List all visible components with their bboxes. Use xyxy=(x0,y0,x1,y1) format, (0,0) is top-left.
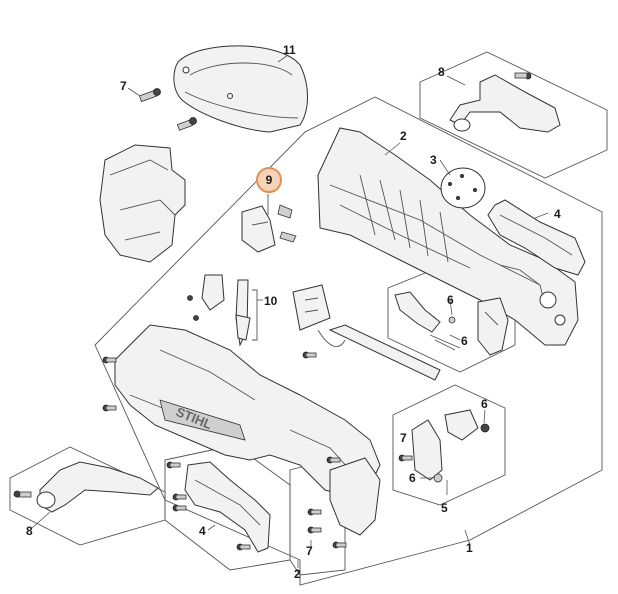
screw-7-top-b xyxy=(176,117,197,131)
callout-7-bottom[interactable]: 7 xyxy=(306,544,313,558)
callout-4-bottom[interactable]: 4 xyxy=(199,524,206,538)
group-frame-8-top xyxy=(419,51,608,179)
part-1-main-housing: STIHL xyxy=(114,324,441,536)
part-8-handle-bottom xyxy=(36,461,159,513)
group-bracket-10 xyxy=(252,289,258,341)
callout-7-group5[interactable]: 7 xyxy=(400,431,407,445)
callout-10[interactable]: 10 xyxy=(264,294,278,308)
callout-6-a[interactable]: 6 xyxy=(447,293,454,307)
leader-lines xyxy=(31,54,549,568)
part-11-cover xyxy=(173,45,308,133)
callout-9-highlighted[interactable]: 9 xyxy=(256,167,282,193)
callout-4-right[interactable]: 4 xyxy=(554,207,561,221)
part-switch-module xyxy=(292,284,346,347)
callout-1[interactable]: 1 xyxy=(466,541,473,555)
part-8-handle-top xyxy=(449,72,561,133)
callout-6-d[interactable]: 6 xyxy=(409,471,416,485)
screws-7-assorted xyxy=(102,351,413,551)
group-frame-5 xyxy=(392,384,506,506)
part-4-cover-right xyxy=(487,199,586,276)
callout-6-b[interactable]: 6 xyxy=(461,334,468,348)
group-frame-8-bottom xyxy=(9,446,166,546)
callout-6-c[interactable]: 6 xyxy=(481,397,488,411)
part-shroud-left xyxy=(99,144,186,263)
screw-7-top-a xyxy=(138,88,161,103)
callout-8-bottom[interactable]: 8 xyxy=(26,524,33,538)
callout-2-bottom[interactable]: 2 xyxy=(294,567,301,581)
part-9-latch xyxy=(241,204,297,253)
part-4-cover-bottom xyxy=(184,461,271,553)
screw-8-bottom xyxy=(13,490,32,498)
callout-3[interactable]: 3 xyxy=(430,153,437,167)
callout-11[interactable]: 11 xyxy=(283,43,296,57)
callout-7-top[interactable]: 7 xyxy=(120,79,127,93)
group-frame-1 xyxy=(94,96,603,586)
callout-2-top[interactable]: 2 xyxy=(400,129,407,143)
part-10-brackets xyxy=(187,274,251,347)
callout-8-top[interactable]: 8 xyxy=(438,65,445,79)
callout-5[interactable]: 5 xyxy=(441,501,448,515)
part-5-guard xyxy=(411,409,490,483)
part-2-housing xyxy=(317,127,579,346)
part-3-gasket xyxy=(440,167,486,209)
part-6-trigger xyxy=(394,291,509,356)
